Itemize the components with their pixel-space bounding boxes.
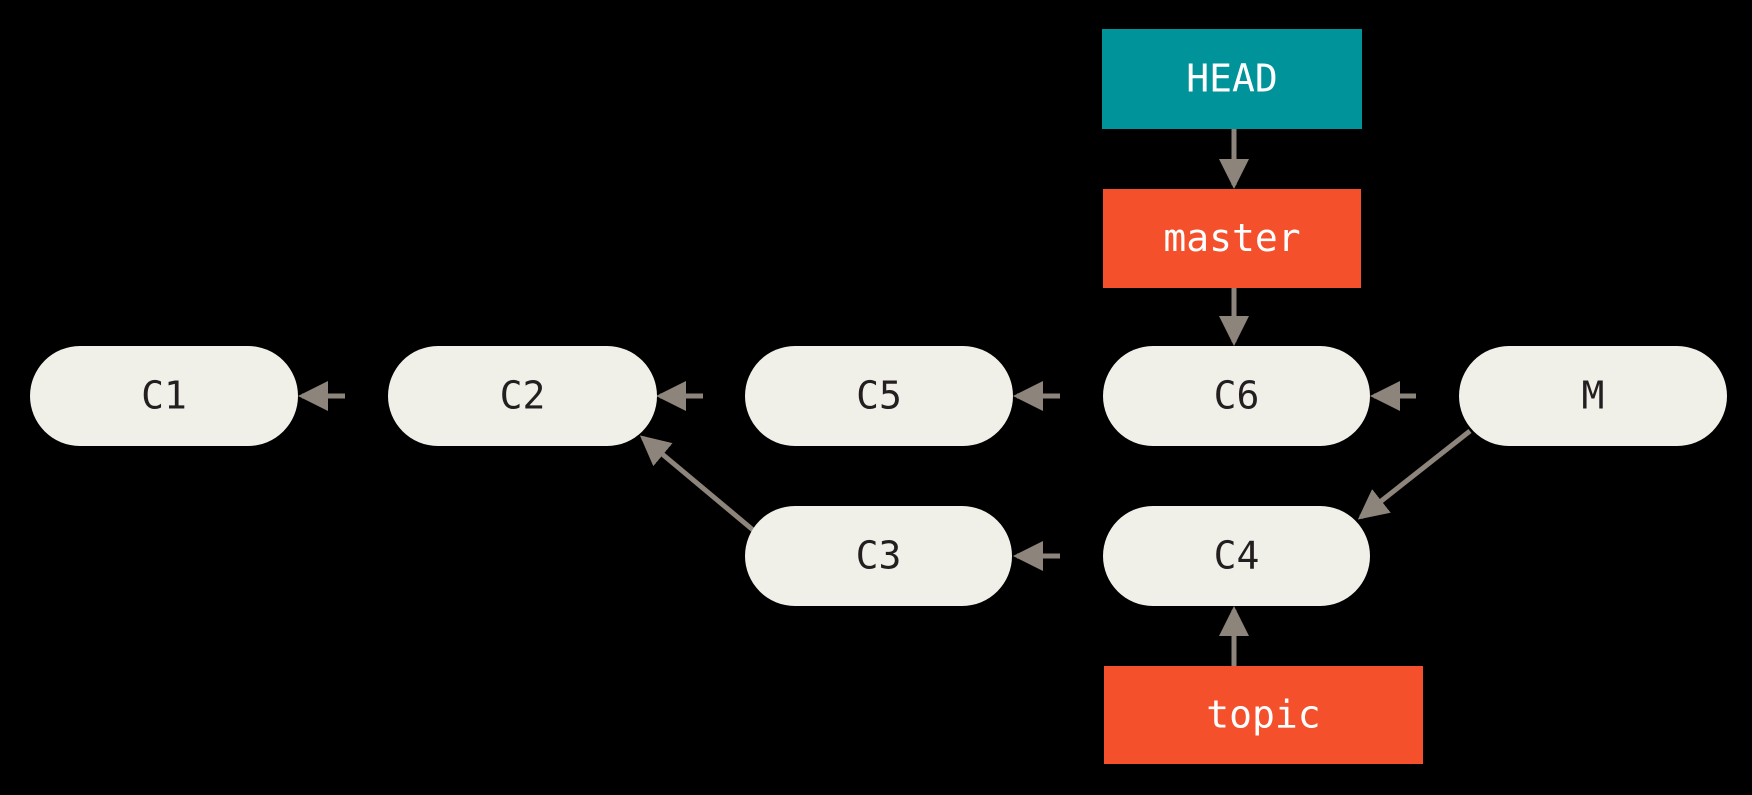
ref-shape <box>1104 666 1423 764</box>
ref-box-topic[interactable]: topic <box>1104 666 1423 764</box>
commit-node-m[interactable]: M <box>1459 346 1727 446</box>
ref-label: master <box>1163 216 1300 260</box>
commit-shape <box>1103 506 1370 606</box>
commit-shape <box>745 506 1012 606</box>
ref-box-head[interactable]: HEAD <box>1102 29 1362 129</box>
edge-arrow <box>1357 429 1472 520</box>
commit-node-c2[interactable]: C2 <box>388 346 657 446</box>
commit-label: C4 <box>1214 534 1260 578</box>
commit-shape <box>388 346 657 446</box>
commit-label: C6 <box>1214 374 1260 418</box>
edges-layer <box>297 129 1472 666</box>
ref-box-master[interactable]: master <box>1103 189 1361 288</box>
commit-shape <box>745 346 1013 446</box>
edge-c3-to-c2 <box>639 435 755 532</box>
commit-node-c6[interactable]: C6 <box>1103 346 1370 446</box>
commit-label: C2 <box>500 374 546 418</box>
commit-node-c3[interactable]: C3 <box>745 506 1012 606</box>
commit-label: C1 <box>141 374 187 418</box>
commit-label: C3 <box>856 534 902 578</box>
commit-node-c1[interactable]: C1 <box>30 346 298 446</box>
commit-node-c4[interactable]: C4 <box>1103 506 1370 606</box>
edge-arrow <box>639 435 755 532</box>
commit-shape <box>1103 346 1370 446</box>
nodes-layer: C1 C2 C5 C6 M C3 C4 HEAD master topic <box>30 29 1727 764</box>
edge-m-to-c4 <box>1357 429 1472 520</box>
commit-shape <box>1459 346 1727 446</box>
ref-shape <box>1102 29 1362 129</box>
commit-shape <box>30 346 298 446</box>
ref-shape <box>1103 189 1361 288</box>
ref-label: topic <box>1206 693 1320 737</box>
commit-label: M <box>1582 374 1605 418</box>
ref-label: HEAD <box>1186 57 1278 101</box>
commit-node-c5[interactable]: C5 <box>745 346 1013 446</box>
commit-label: C5 <box>856 374 902 418</box>
